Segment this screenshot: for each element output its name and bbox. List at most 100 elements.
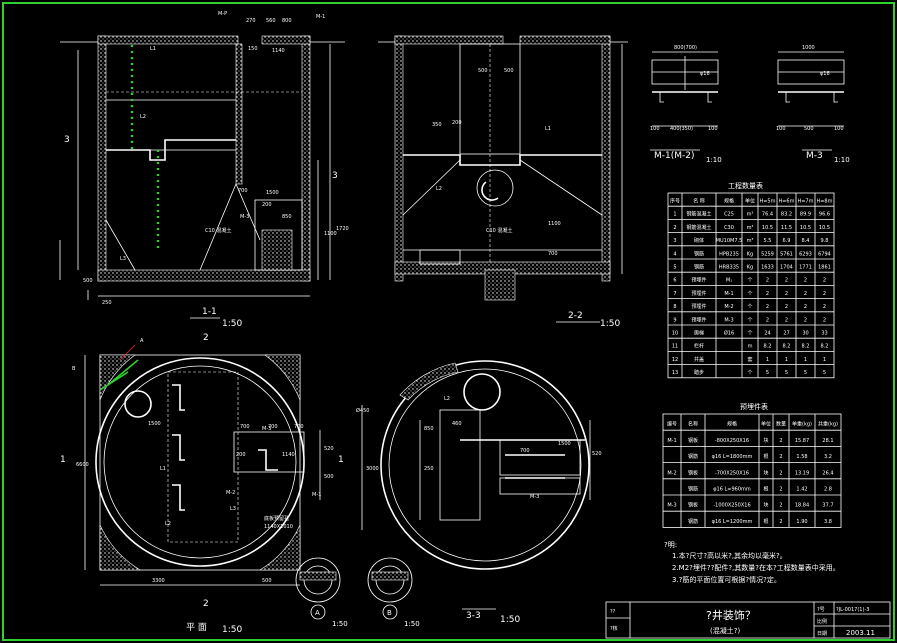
table2-header: 名称 (688, 421, 698, 428)
table1-cell: MU10M7.5 (716, 238, 743, 244)
table2-cell: 1.42 (796, 486, 807, 492)
drawing-subtitle: (混凝土?) (710, 626, 740, 635)
table2-header: 规格 (727, 421, 737, 428)
m1-d100a: 100 (650, 126, 660, 132)
table1-cell: 个 (747, 291, 752, 297)
table1-cell: m (748, 344, 753, 350)
table1-cell: 2 (785, 304, 788, 310)
table1-cell: 5259 (761, 251, 774, 257)
table1-cell: 2 (804, 317, 807, 323)
table1-cell: 13 (672, 370, 678, 376)
table2-cell: 根 (763, 518, 768, 525)
plan-mark-2-top: 2 (203, 333, 209, 343)
section-11-label: 1-1 (202, 307, 217, 317)
table2-cell: 3.8 (824, 519, 832, 525)
table1-cell: 8.4 (802, 238, 810, 244)
table2-cell: 15.87 (795, 438, 809, 444)
table1-cell: Kg (747, 265, 753, 271)
dim22-l2: L2 (436, 186, 442, 192)
table2-cell: 28.1 (822, 438, 833, 444)
table1-title: 工程数量表 (728, 181, 763, 190)
table1-cell: 井盖 (694, 356, 704, 363)
table2-cell: 1.58 (796, 454, 807, 460)
table2-cell: -1000X250X16 (713, 503, 750, 509)
plan-m3: M-3 (262, 426, 271, 432)
dim33-l2: L2 (444, 396, 450, 402)
table1-cell: 2 (823, 317, 826, 323)
detail-a: A 1:50 (295, 557, 348, 628)
dim-top-d: 800 (282, 18, 292, 24)
table2-cell: 3.2 (824, 454, 832, 460)
dim33-450: Ø450 (356, 407, 369, 414)
dim-700: 700 (238, 188, 248, 194)
table1-cell: 2 (766, 278, 769, 284)
label-c10: C10 混凝土 (205, 227, 231, 234)
table1-cell: 2 (804, 278, 807, 284)
tb-value-r3: 2003.11 (846, 629, 875, 637)
table2-cell: 13.19 (795, 470, 809, 476)
section-3-3: 700 1500 520 850 250 460 3000 M-3 Ø450 L… (356, 360, 602, 625)
dim-top-e: M-1 (316, 14, 325, 20)
table1-cell: 个 (747, 304, 752, 310)
table1-cell: 个 (747, 370, 752, 376)
m1-dim-bot: 400(350) (670, 126, 693, 132)
table2-cell: M-3 (667, 503, 676, 509)
table1-cell: 27 (783, 331, 789, 337)
table1-cell: 89.9 (800, 212, 811, 218)
table1-cell: 10.5 (762, 225, 773, 231)
tb-label-bl: ?核 (610, 625, 618, 632)
table1-cell: 2 (766, 304, 769, 310)
detail-a-scale: 1:50 (332, 620, 348, 628)
table1-cell: 6293 (799, 251, 812, 257)
table1-cell: 2 (804, 304, 807, 310)
tb-value-r1: ?JL-0017(1)-3 (836, 607, 869, 613)
dim-150: 150 (248, 46, 258, 52)
plan-l1: L1 (160, 466, 166, 472)
table1-cell: HPB235 (719, 251, 739, 257)
tb-label-r3: 日期 (817, 631, 827, 637)
table1-cell: m³ (747, 238, 754, 244)
table1-cell: 11 (672, 344, 678, 350)
section-mark-3b: 3 (332, 171, 338, 181)
plan-mark-1-left: 1 (60, 455, 66, 465)
notes-line-1: 1.本?尺寸?高以米?,其余均以毫米?。 (672, 551, 787, 560)
plan-circle-a: A (140, 338, 144, 344)
table1-cell: m³ (747, 225, 754, 231)
plan-l2: L2 (165, 521, 171, 527)
plan-dim-500b: 500 (262, 578, 272, 584)
section-2-2: 500 500 200 350 1100 700 L1 L2 C10 混凝土 2… (378, 35, 628, 329)
table2-cell: 块 (763, 437, 768, 444)
dim33-1500: 1500 (558, 441, 571, 447)
table1-cell: 2 (804, 291, 807, 297)
table2-cell: 37.7 (822, 503, 833, 509)
plan-m2: M-2 (226, 490, 235, 496)
section-33-circle (380, 360, 590, 570)
table2-cell: 2 (779, 486, 782, 492)
table2-cell: φ16 L=1200mm (712, 519, 753, 525)
table2-cell: 2 (779, 519, 782, 525)
dim22-350: 350 (432, 122, 442, 128)
dim-bot-b: 250 (102, 300, 112, 306)
dim22-l1: L1 (545, 126, 551, 132)
table2-cell: 钢筋 (688, 518, 698, 525)
table2-cell: 2 (779, 438, 782, 444)
dim33-460: 460 (452, 421, 462, 427)
notes-line-2: 2.M2?埋件??配件?,其数量?在本?工程数量表中采用。 (672, 563, 840, 572)
table2-header: 单重(kg) (792, 421, 812, 428)
m1-label: φ16 (700, 71, 710, 77)
table2-cell: 18.84 (795, 503, 809, 509)
section-33-label: 3-3 (466, 611, 481, 621)
table1-cell: C30 (724, 225, 734, 231)
table1-cell: 1861 (818, 265, 831, 271)
table1-cell: 83.2 (781, 212, 792, 218)
plan-l3: L3 (230, 506, 236, 512)
table1-cell: M₁ (726, 278, 732, 284)
table1-cell: 预埋件 (691, 290, 706, 297)
table1-cell: m³ (747, 212, 754, 218)
table1-cell: 5 (673, 265, 676, 271)
table1-cell: 11.5 (781, 225, 792, 231)
section-22-scale: 1:50 (600, 319, 620, 329)
table1-cell: C25 (724, 212, 734, 218)
dim33-700: 700 (520, 448, 530, 454)
